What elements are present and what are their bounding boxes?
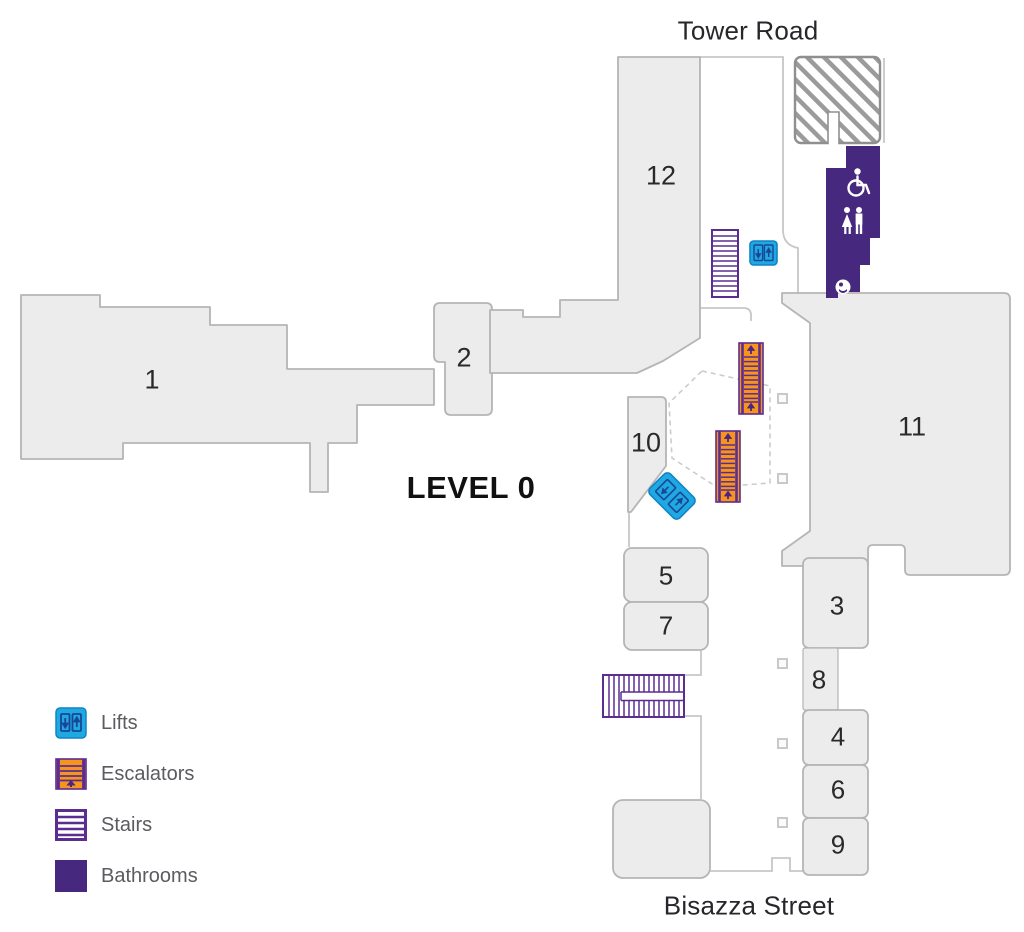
wheelchair-icon — [847, 168, 871, 197]
level-label: LEVEL 0 — [406, 470, 536, 505]
legend-item-lifts: Lifts — [55, 706, 138, 740]
stairs-icon-horizontal[interactable] — [602, 674, 685, 718]
legend-item-escalators: Escalators — [55, 757, 194, 791]
unit-8-label: 8 — [811, 664, 827, 695]
unit-11-shape[interactable] — [781, 292, 1011, 576]
unit-12-shape[interactable] — [489, 56, 701, 374]
hatched-area — [793, 55, 882, 145]
unit-4-label: 4 — [830, 721, 846, 752]
escalator-icon — [55, 758, 87, 790]
unit-1-shape[interactable] — [20, 294, 435, 493]
lift-icon-top[interactable] — [749, 240, 778, 266]
unit-10-shape[interactable] — [627, 396, 667, 513]
legend-label-bathrooms: Bathrooms — [101, 864, 198, 887]
unit-5-label: 5 — [658, 560, 674, 591]
legend-label-lifts: Lifts — [101, 711, 138, 734]
unit-2-label: 2 — [456, 342, 472, 373]
unit-12-label: 12 — [645, 160, 677, 191]
walkway-outline — [628, 56, 885, 872]
unit-1-label: 1 — [144, 364, 160, 395]
legend-item-bathrooms: Bathrooms — [55, 859, 198, 893]
escalator-icon-1[interactable] — [738, 342, 764, 415]
lift-icon — [55, 707, 87, 739]
marker-squares — [777, 393, 788, 828]
unit-7-shape[interactable] — [623, 601, 709, 651]
bathrooms-area[interactable] — [826, 146, 880, 298]
unit-9-shape[interactable] — [802, 817, 869, 876]
unit-3-label: 3 — [829, 590, 845, 621]
lift-icon-rotated[interactable] — [647, 471, 697, 521]
unit-7-label: 7 — [658, 610, 674, 641]
bathroom-icon — [55, 860, 87, 892]
unit-9-label: 9 — [830, 829, 846, 860]
unit-6-label: 6 — [830, 774, 846, 805]
storage-block-shape — [612, 799, 711, 879]
legend-item-stairs: Stairs — [55, 808, 152, 842]
unit-11-label: 11 — [897, 411, 927, 442]
legend-label-escalators: Escalators — [101, 762, 195, 785]
male-female-icon — [841, 207, 863, 234]
unit-2-shape[interactable] — [433, 302, 493, 416]
dashed-zone — [668, 370, 771, 488]
stairs-icon — [55, 809, 87, 841]
street-label-top: Tower Road — [677, 15, 819, 46]
escalator-icon-2[interactable] — [714, 429, 742, 504]
legend-label-stairs: Stairs — [101, 813, 153, 836]
unit-10-label: 10 — [630, 427, 662, 458]
street-label-bottom: Bisazza Street — [663, 890, 835, 921]
baby-change-icon — [835, 279, 851, 295]
stairs-icon-vertical[interactable] — [711, 229, 739, 298]
